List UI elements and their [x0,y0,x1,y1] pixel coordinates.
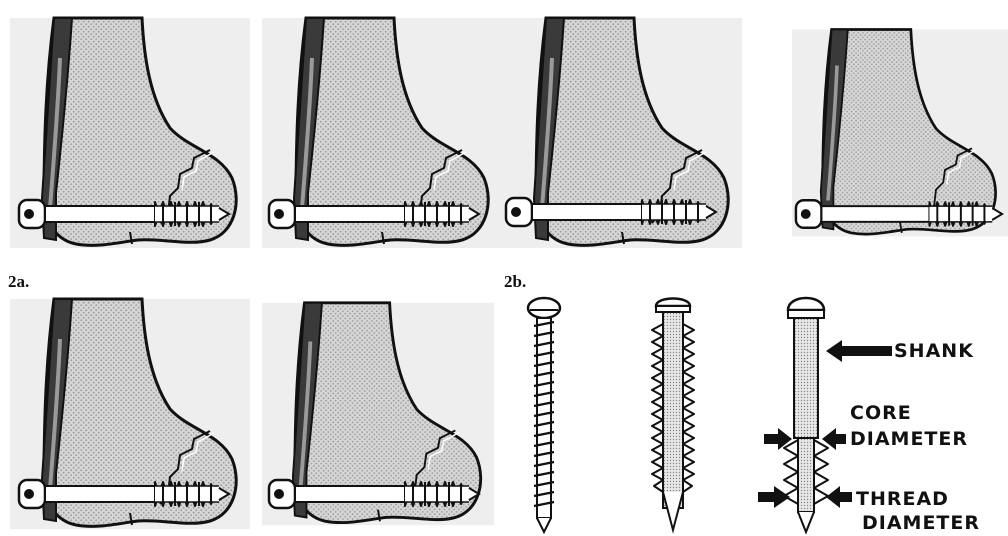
panel-bottom-1 [10,299,250,529]
panel-top-3 [502,18,742,248]
cancellous-screw [652,299,694,531]
shank-label: SHANK [894,340,974,362]
panel-top-2 [262,18,502,248]
shank-arrow [826,340,892,362]
panel-top-4 [792,30,1008,237]
panel-top-1 [10,18,250,248]
thread-diameter-arrow-left [758,486,790,508]
core-label: CORE [850,402,912,424]
panel-bottom-2 [262,303,494,525]
partially-threaded-screw [784,298,828,532]
figure-label-2a: 2a. [8,272,29,292]
figure-label-2b: 2b. [504,272,526,292]
core-diameter-label: DIAMETER [850,428,968,450]
thread-diameter-arrow-right [826,486,852,508]
thread-label: THREAD [856,488,949,510]
thread-diameter-label: DIAMETER [862,512,980,534]
cortical-screw [528,298,560,532]
